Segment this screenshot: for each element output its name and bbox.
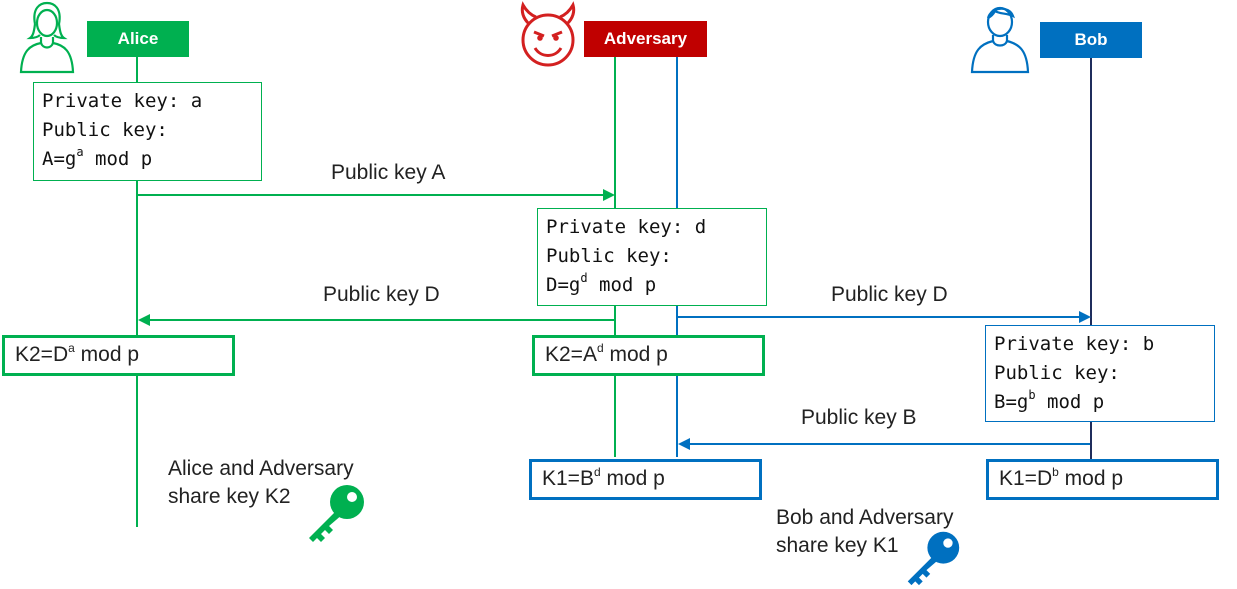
green-key-icon	[309, 485, 364, 542]
bob-public-key-formula: B=gb mod p	[994, 388, 1105, 413]
arrowhead-bob-to-adversary	[678, 438, 690, 450]
label-adversary-to-alice: Public key D	[323, 283, 440, 306]
adversary-k2-box: K2=Ad mod p	[532, 335, 765, 376]
adversary-key-box: Private key: d Public key: D=gd mod p	[537, 208, 767, 306]
woman-person-icon	[19, 1, 75, 74]
arrowhead-adversary-to-bob	[1079, 311, 1091, 323]
note-alice-adversary-line1: Alice and Adversary	[168, 457, 354, 480]
adversary-public-key-label: Public key:	[546, 245, 672, 267]
bob-private-key: Private key: b	[994, 333, 1155, 355]
note-bob-adversary-line1: Bob and Adversary	[776, 506, 954, 529]
alice-k2-box: K2=Da mod p	[2, 335, 235, 376]
adversary-k1-box: K1=Bd mod p	[529, 459, 762, 500]
alice-lifeline	[136, 57, 138, 527]
note-bob-adversary: Bob and Adversary share key K1	[776, 504, 953, 560]
man-person-icon	[970, 6, 1030, 74]
bob-header: Bob	[1040, 22, 1142, 58]
bob-key-box: Private key: b Public key: B=gb mod p	[985, 325, 1215, 422]
note-alice-adversary: Alice and Adversary share key K2	[168, 455, 354, 511]
bob-public-key-label: Public key:	[994, 362, 1120, 384]
note-bob-adversary-line2: share key K1	[776, 534, 899, 557]
bob-lifeline	[1090, 57, 1092, 461]
alice-public-key-formula: A=ga mod p	[42, 145, 153, 170]
note-alice-adversary-line2: share key K2	[168, 485, 291, 508]
label-bob-to-adversary: Public key B	[801, 406, 917, 429]
adversary-header: Adversary	[584, 21, 707, 57]
arrowhead-alice-to-adversary	[603, 189, 615, 201]
bob-k1-box: K1=Db mod p	[986, 459, 1219, 500]
adversary-public-key-formula: D=gd mod p	[546, 271, 657, 296]
devil-face-icon	[520, 1, 576, 67]
blue-key-icon	[907, 531, 960, 586]
label-adversary-to-bob: Public key D	[831, 283, 948, 306]
alice-key-box: Private key: a Public key: A=ga mod p	[33, 82, 262, 181]
alice-private-key: Private key: a	[42, 90, 203, 112]
arrowhead-adversary-to-alice	[138, 314, 150, 326]
alice-header: Alice	[87, 21, 189, 57]
alice-public-key-label: Public key:	[42, 119, 168, 141]
adversary-private-key: Private key: d	[546, 216, 707, 238]
label-alice-to-adversary: Public key A	[331, 161, 446, 184]
